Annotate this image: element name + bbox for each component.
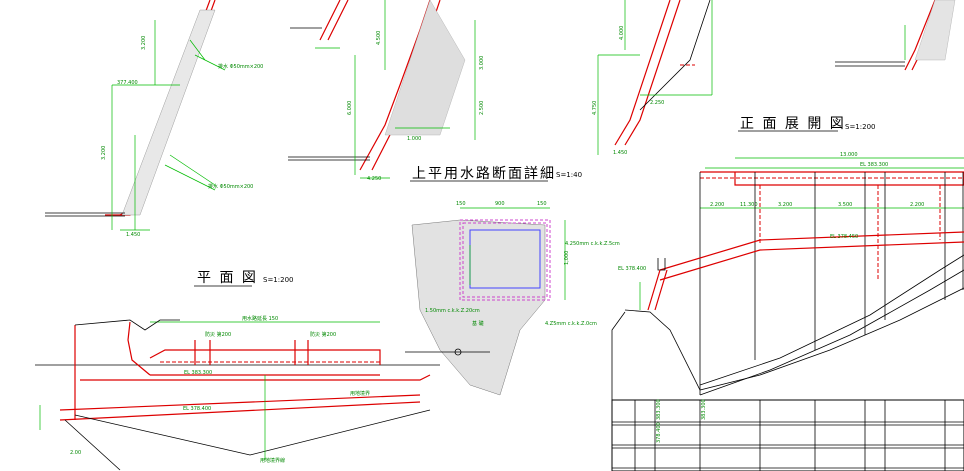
svg-text:4.250: 4.250 <box>367 176 381 182</box>
svg-text:用水路延長 150: 用水路延長 150 <box>242 315 278 322</box>
svg-text:383.300: 383.300 <box>701 399 707 420</box>
svg-text:3.200: 3.200 <box>141 36 147 50</box>
svg-text:防災 第200: 防災 第200 <box>310 331 336 338</box>
svg-text:1.50mm c.k.k.Z.20cm: 1.50mm c.k.k.Z.20cm <box>425 308 480 314</box>
svg-text:3.200: 3.200 <box>101 146 107 160</box>
svg-text:防災 第200: 防災 第200 <box>205 331 231 338</box>
svg-text:4.250mm c.k.k.Z.5cm: 4.250mm c.k.k.Z.5cm <box>565 241 620 247</box>
svg-text:2.00: 2.00 <box>70 450 81 456</box>
svg-text:1.000: 1.000 <box>407 136 421 142</box>
front-elevation: 13.000 EL 383.300 2.200 11.300 3.200 3.5… <box>611 152 964 400</box>
svg-text:377.400: 377.400 <box>117 80 138 86</box>
svg-text:排水 Φ50mm×200: 排水 Φ50mm×200 <box>208 183 253 190</box>
svg-text:2.500: 2.500 <box>479 101 485 115</box>
front-elevation-scale: S=1:200 <box>845 123 875 131</box>
cross-section-middle: 6.000 4.500 3.000 2.500 1.000 4.250 <box>288 0 485 182</box>
svg-text:EL 378.450: EL 378.450 <box>830 234 858 240</box>
section-detail-title: 上平用水路断面詳細 <box>412 166 556 182</box>
svg-text:378.400: 378.400 <box>656 422 662 443</box>
svg-text:11.300: 11.300 <box>740 202 758 208</box>
svg-text:4.Z5mm c.k.k.Z.0cm: 4.Z5mm c.k.k.Z.0cm <box>545 321 597 327</box>
svg-text:3.000: 3.000 <box>479 56 485 70</box>
svg-text:排水 Φ50mm×200: 排水 Φ50mm×200 <box>218 63 263 70</box>
svg-text:1,000: 1,000 <box>564 251 570 265</box>
svg-text:4.750: 4.750 <box>592 101 598 115</box>
plan-view: 用水路延長 150 防災 第200 防災 第200 EL 383.300 EL … <box>35 315 440 471</box>
cross-section-left: 377.400 3.200 3.200 1.450 排水 Φ50mm×200 排… <box>45 0 263 238</box>
svg-text:2.250: 2.250 <box>650 100 664 106</box>
cross-section-far-right <box>835 0 956 71</box>
box-culvert-detail: 900 150 150 1,000 4.250mm c.k.k.Z.5cm 1.… <box>405 201 620 396</box>
svg-text:150: 150 <box>537 201 547 207</box>
section-detail-scale: S=1:40 <box>556 171 582 179</box>
svg-text:150: 150 <box>456 201 466 207</box>
front-elevation-title: 正 面 展 開 図 <box>740 116 846 132</box>
svg-text:EL 383.300: EL 383.300 <box>860 162 888 168</box>
svg-text:用地境界線: 用地境界線 <box>260 457 285 464</box>
svg-text:1.450: 1.450 <box>613 150 627 156</box>
plan-title: 平 面 図 <box>197 270 258 286</box>
svg-text:用地境界: 用地境界 <box>350 390 370 397</box>
svg-text:4.500: 4.500 <box>376 31 382 45</box>
svg-text:13.000: 13.000 <box>840 152 858 158</box>
svg-text:383.300: 383.300 <box>656 399 662 420</box>
svg-text:EL 383.300: EL 383.300 <box>184 370 212 376</box>
svg-text:基 礎: 基 礎 <box>472 320 484 327</box>
cross-section-top-small <box>290 0 349 49</box>
svg-text:4.000: 4.000 <box>619 26 625 40</box>
svg-text:3.200: 3.200 <box>778 202 792 208</box>
plan-scale: S=1:200 <box>263 276 293 284</box>
svg-text:EL 378.400: EL 378.400 <box>183 406 211 412</box>
profile-table: 383.300 378.400 383.300 <box>611 399 964 471</box>
svg-text:6.000: 6.000 <box>347 101 353 115</box>
svg-text:900: 900 <box>495 201 505 207</box>
svg-text:EL 378.400: EL 378.400 <box>618 266 646 272</box>
svg-text:2.200: 2.200 <box>910 202 924 208</box>
svg-text:1.450: 1.450 <box>126 232 140 238</box>
svg-text:3.500: 3.500 <box>838 202 852 208</box>
svg-text:2.200: 2.200 <box>710 202 724 208</box>
cross-section-right: 4.750 4.000 2.250 1.450 <box>592 0 713 156</box>
